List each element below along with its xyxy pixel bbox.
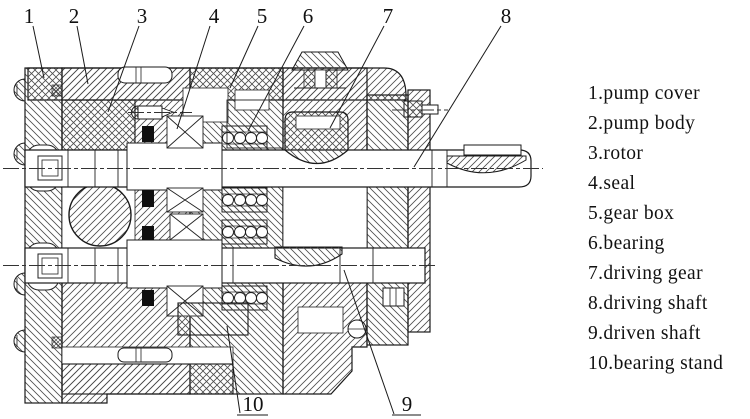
- callout-1: 1: [24, 4, 35, 28]
- leader-3: [107, 25, 140, 113]
- leader-7: [329, 25, 385, 129]
- base-pocket: [297, 306, 344, 334]
- bearing: [221, 187, 268, 213]
- bearing-stand-block: [177, 302, 249, 336]
- vent-stem: [303, 69, 316, 89]
- cover-bolts: [13, 78, 26, 353]
- legend-item-pump-cover: 1.pump cover: [588, 83, 701, 104]
- end-plate-inner: [366, 94, 409, 346]
- callout-7: 7: [383, 4, 394, 28]
- gears: [274, 111, 349, 267]
- gear-profile-circle: [68, 183, 132, 247]
- hardware: [13, 51, 439, 363]
- legend-item-rotor: 3.rotor: [588, 143, 644, 164]
- driving-shaft-hub: [126, 142, 223, 191]
- gasket-square: [51, 84, 63, 97]
- callout-9: 9: [402, 392, 413, 416]
- callout-6: 6: [303, 4, 314, 28]
- packing-box: [169, 213, 204, 241]
- dowel-pin-bottom: [117, 347, 173, 363]
- bearing: [221, 125, 268, 151]
- leader-9: [343, 269, 421, 416]
- end-plate-pin: [421, 104, 439, 115]
- seal-rings: [142, 126, 154, 306]
- dowel-pin-top: [117, 66, 173, 84]
- leader-6: [247, 25, 305, 132]
- vent-cap: [291, 51, 349, 71]
- seal-packings: [166, 115, 204, 317]
- bearing-housing-outline: [226, 99, 284, 149]
- pump-cover-section: [24, 67, 63, 404]
- parts-legend: 1.pump cover 2.pump body 3.rotor 4.seal …: [588, 79, 723, 379]
- driven-gear: [274, 246, 343, 267]
- callout-2: 2: [69, 4, 80, 28]
- gasket-square: [51, 336, 63, 349]
- leader-8: [413, 25, 502, 168]
- housing-notch: [182, 87, 229, 123]
- leader-2: [76, 25, 89, 85]
- bottom-flange: [61, 363, 234, 395]
- end-plate-outer: [407, 89, 431, 333]
- driven-shaft-hub: [126, 239, 223, 289]
- leader-5: [229, 25, 259, 89]
- packing-box: [166, 187, 204, 213]
- vent-gap: [314, 69, 327, 89]
- seal-ring: [142, 190, 154, 207]
- legend-item-gear-box: 5.gear box: [588, 203, 675, 224]
- leader-lines: [32, 25, 502, 416]
- legend-item-driving-shaft: 8.driving shaft: [588, 293, 708, 314]
- packing-box: [166, 115, 204, 149]
- callout-10: 10: [243, 392, 264, 416]
- callout-8: 8: [501, 4, 512, 28]
- legend-item-seal: 4.seal: [588, 173, 636, 194]
- shaft-socket-upper-inner: [41, 159, 59, 177]
- legend-item-bearing: 6.bearing: [588, 233, 665, 254]
- shaft-key: [463, 144, 522, 156]
- end-plate-pin-boss: [403, 100, 423, 118]
- leader-1: [32, 25, 45, 79]
- end-plate-bolt-lines: [389, 288, 397, 306]
- callout-5: 5: [257, 4, 268, 28]
- dowel-pin-top-bands: [135, 67, 142, 83]
- leader-10: [226, 325, 268, 416]
- seal-ring: [142, 126, 154, 142]
- legend-item-bearing-stand: 10.bearing stand: [588, 353, 724, 374]
- driving-gear-slot: [295, 115, 341, 130]
- leader-4: [176, 25, 211, 130]
- legend-item-pump-body: 2.pump body: [588, 113, 696, 134]
- legend-item-driven-shaft: 9.driven shaft: [588, 323, 701, 344]
- rotor-section: [61, 99, 136, 151]
- callout-3: 3: [137, 4, 148, 28]
- seal-ring: [142, 226, 154, 240]
- dowel-pin-bottom-bands: [135, 348, 142, 362]
- centerlines: [3, 109, 543, 266]
- callout-4: 4: [209, 4, 220, 28]
- end-plate-bolt: [382, 287, 405, 307]
- vent-stem: [325, 69, 338, 89]
- callout-numbers: 1 2 3 4 5 6 7 8 9 10: [24, 4, 512, 416]
- seal-ring: [142, 290, 154, 306]
- legend-item-driving-gear: 7.driving gear: [588, 263, 703, 284]
- shaft-socket-lower-inner: [41, 257, 59, 275]
- bearing: [221, 219, 268, 245]
